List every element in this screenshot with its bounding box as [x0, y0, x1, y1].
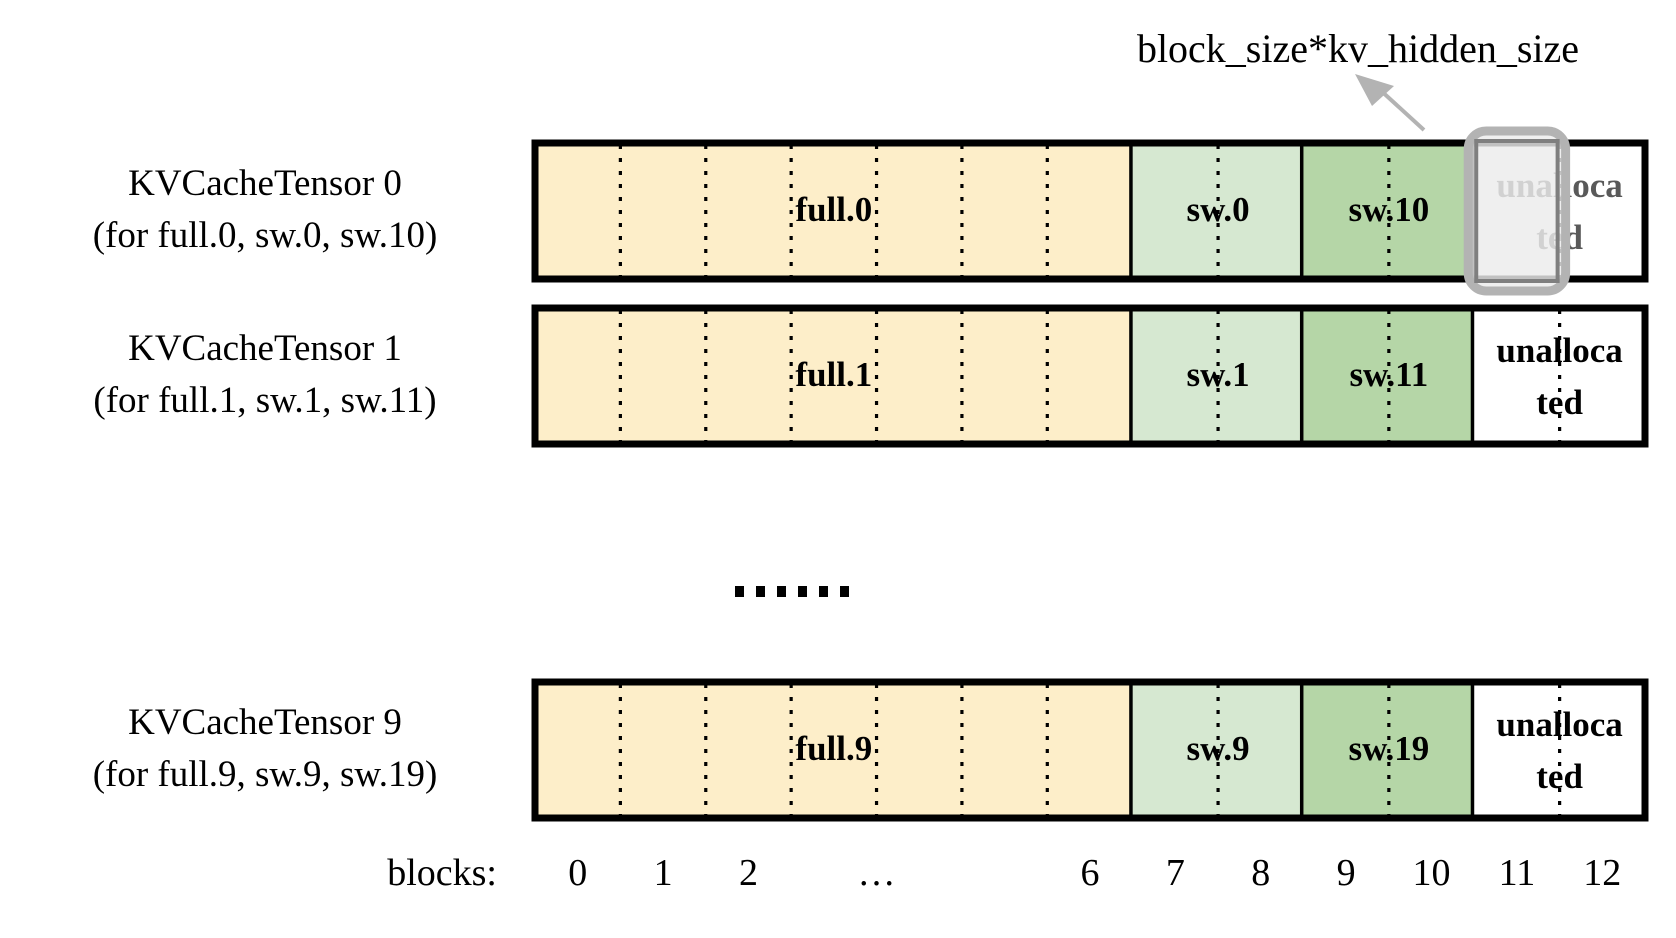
tensor-segment[interactable]: unalloca ted	[1474, 308, 1645, 444]
highlight-inner-border	[1474, 139, 1560, 283]
blocks-axis-title: blocks:	[387, 852, 497, 894]
tensor-row-label: KVCacheTensor 9 (for full.9, sw.9, sw.19)	[93, 702, 438, 795]
segment-label: sw.9	[1186, 729, 1249, 768]
blocks-axis-tick: 6	[1081, 852, 1100, 894]
segment-label: sw.0	[1186, 190, 1249, 229]
blocks-axis-tick: 0	[568, 852, 587, 894]
ellipsis-dot	[777, 586, 786, 597]
segment-label: unalloca	[1496, 331, 1622, 370]
segment-fill	[535, 143, 1133, 279]
tensor-row-subtitle: (for full.1, sw.1, sw.11)	[93, 380, 436, 421]
ellipsis-dots	[735, 586, 849, 597]
tensor-bar-outline	[531, 678, 1649, 822]
segment-label: ted	[1536, 757, 1583, 796]
block-size-annotation: block_size*kv_hidden_size	[1137, 26, 1579, 296]
ellipsis-dot	[735, 586, 744, 597]
arrow-up-left-icon	[1355, 74, 1394, 106]
tensor-segment[interactable]: sw.11	[1303, 308, 1478, 444]
annotation-arrow-line	[1376, 86, 1426, 132]
highlight-outline	[1463, 126, 1571, 296]
tensor-segment[interactable]: sw.0	[1132, 143, 1307, 279]
tensor-row: KVCacheTensor 1 (for full.1, sw.1, sw.11)…	[93, 304, 1649, 448]
segment-label: ted	[1536, 383, 1583, 422]
blocks-axis-tick: 10	[1413, 852, 1451, 894]
segment-fill	[535, 308, 1133, 444]
tensor-segment[interactable]: full.0	[535, 143, 1137, 279]
blocks-axis-tick: 8	[1251, 852, 1270, 894]
tensor-row: KVCacheTensor 9 (for full.9, sw.9, sw.19)…	[93, 678, 1649, 822]
blocks-axis-tick: 9	[1337, 852, 1356, 894]
tensor-bar-outline	[531, 139, 1649, 283]
vertical-ellipsis: ……	[735, 586, 849, 597]
tensor-segment[interactable]: unalloca ted	[1474, 682, 1645, 818]
annotation-arrow	[1355, 74, 1426, 132]
highlighted-block[interactable]	[1463, 126, 1571, 296]
segment-label: sw.11	[1349, 355, 1428, 394]
tensor-row-name: KVCacheTensor 9	[128, 702, 402, 743]
tensor-rows-layer: KVCacheTensor 0 (for full.0, sw.0, sw.10)…	[93, 139, 1649, 822]
ellipsis-dot	[840, 586, 849, 597]
tensor-row-subtitle: (for full.9, sw.9, sw.19)	[93, 754, 438, 795]
tensor-bar-outline	[531, 304, 1649, 448]
tensor-row-name: KVCacheTensor 1	[128, 328, 402, 369]
blocks-axis-tick: 11	[1499, 852, 1536, 894]
annotation-label: block_size*kv_hidden_size	[1137, 26, 1579, 71]
segment-label: full.9	[795, 729, 872, 768]
segment-label: sw.19	[1348, 729, 1429, 768]
tensor-row-subtitle: (for full.0, sw.0, sw.10)	[93, 215, 438, 256]
blocks-axis-tick: 7	[1166, 852, 1185, 894]
tensor-row-name: KVCacheTensor 0	[128, 163, 402, 204]
tensor-segment[interactable]: sw.1	[1132, 308, 1307, 444]
segment-label: full.1	[795, 355, 872, 394]
segment-fill	[535, 682, 1133, 818]
tensor-row-label: KVCacheTensor 0 (for full.0, sw.0, sw.10)	[93, 163, 438, 256]
tensor-segment[interactable]: full.1	[535, 308, 1137, 444]
segment-label: sw.10	[1348, 190, 1429, 229]
segment-label: unalloca	[1496, 705, 1622, 744]
tensor-segment[interactable]: sw.9	[1132, 682, 1307, 818]
ellipsis-dot	[756, 586, 765, 597]
ellipsis-dot	[819, 586, 828, 597]
blocks-axis-tick: 12	[1583, 852, 1621, 894]
blocks-axis-tick: 2	[739, 852, 758, 894]
tensor-segment[interactable]: full.9	[535, 682, 1137, 818]
tensor-segment[interactable]: sw.10	[1303, 143, 1478, 279]
tensor-row-label: KVCacheTensor 1 (for full.1, sw.1, sw.11)	[93, 328, 436, 421]
ellipsis-dot	[798, 586, 807, 597]
tensor-segment[interactable]: sw.19	[1303, 682, 1478, 818]
blocks-axis-tick: …	[858, 852, 896, 894]
segment-label: sw.1	[1186, 355, 1249, 394]
segment-label: full.0	[795, 190, 872, 229]
tensor-row: KVCacheTensor 0 (for full.0, sw.0, sw.10)…	[93, 139, 1649, 283]
blocks-axis-tick: 1	[654, 852, 673, 894]
